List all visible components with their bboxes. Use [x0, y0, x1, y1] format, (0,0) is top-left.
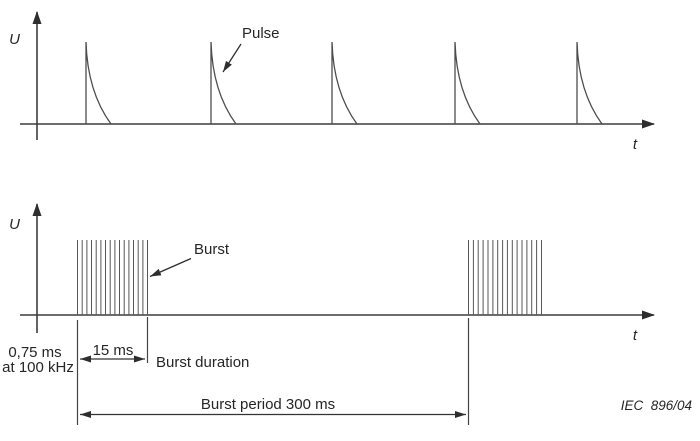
bottom-burst-diagram: U t Burst 15 ms Burst duration 0,75 ms a…	[2, 203, 655, 425]
top-t-axis-label: t	[633, 136, 638, 153]
burst-callout-arrow	[149, 257, 192, 278]
burst-callout-label: Burst	[194, 241, 230, 258]
bottom-t-axis-label: t	[633, 327, 638, 344]
top-pulse-diagram: U t Pulse	[9, 11, 655, 153]
pulse-callout-label: Pulse	[242, 25, 280, 42]
burst-period-label: Burst period 300 ms	[201, 396, 335, 413]
pulse-waveform-3	[331, 41, 358, 125]
top-u-axis-label: U	[9, 31, 20, 48]
burst-duration-label: Burst duration	[156, 354, 249, 371]
pulse-waveform-1	[85, 41, 112, 125]
pulse-spec-line2: at 100 kHz	[2, 359, 74, 376]
burst-group-1	[77, 240, 148, 315]
pulse-waveform-4	[454, 41, 481, 125]
pulse-spec-line1: 0,75 ms	[8, 344, 61, 361]
burst-group-2	[468, 240, 542, 315]
bottom-u-axis-label: U	[9, 216, 20, 233]
figure-reference: IEC 896/04	[621, 398, 692, 413]
burst-duration-value: 15 ms	[93, 342, 134, 359]
pulse-callout-arrow	[222, 43, 242, 73]
pulse-waveform-5	[576, 41, 603, 125]
pulse-waveform-2	[210, 41, 237, 125]
